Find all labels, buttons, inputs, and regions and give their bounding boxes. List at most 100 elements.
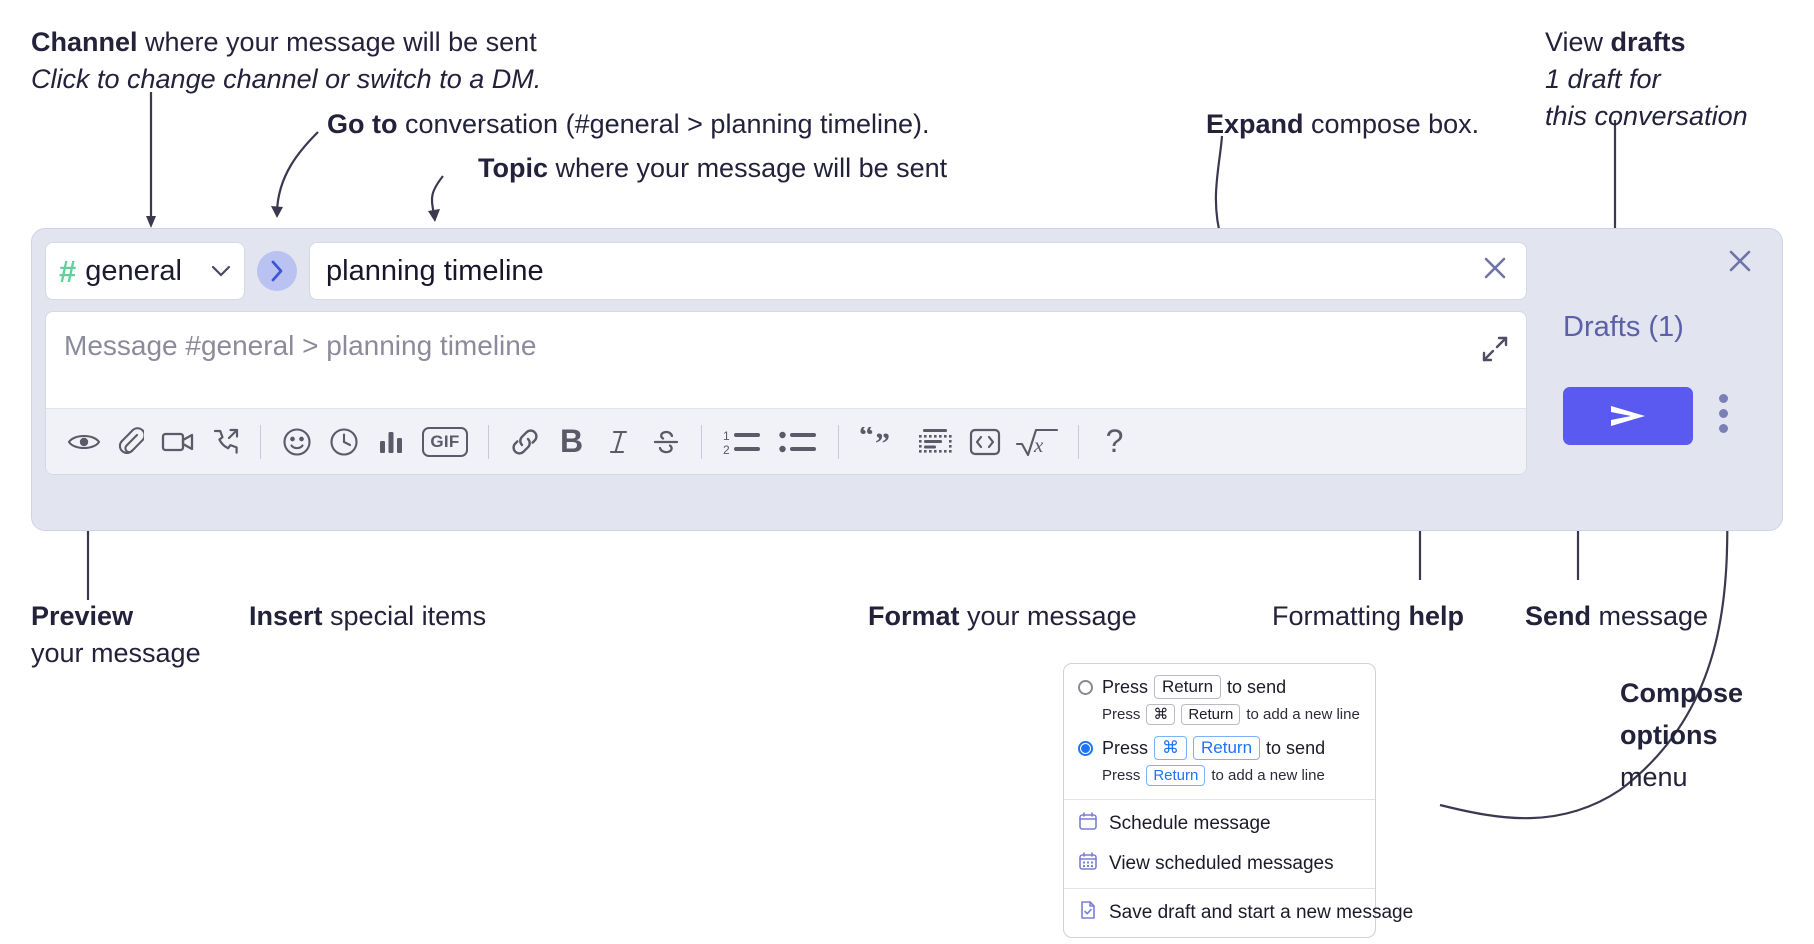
attachment-icon[interactable] bbox=[107, 418, 154, 465]
goto-conversation-button[interactable] bbox=[257, 251, 297, 291]
close-icon[interactable] bbox=[1480, 253, 1510, 289]
gif-icon[interactable]: GIF bbox=[414, 418, 476, 465]
toolbar-separator bbox=[1078, 424, 1079, 459]
emoji-icon[interactable] bbox=[273, 418, 320, 465]
svg-text:x: x bbox=[1033, 433, 1044, 457]
menu-item-save-draft[interactable]: Save draft and start a new message bbox=[1064, 893, 1413, 937]
inline-code-icon[interactable] bbox=[961, 418, 1008, 465]
svg-text:”: ” bbox=[875, 427, 890, 457]
calendar-grid-icon bbox=[1078, 851, 1098, 877]
menu-item-label: Schedule message bbox=[1109, 813, 1271, 834]
calendar-icon bbox=[1078, 811, 1098, 837]
annotation-channel-italic: Click to change channel or switch to a D… bbox=[31, 64, 542, 94]
ordered-list-icon[interactable]: 1 2 bbox=[714, 418, 770, 465]
menu-divider bbox=[1064, 799, 1375, 800]
link-icon[interactable] bbox=[501, 418, 548, 465]
annotation-compose-options-bold2: options bbox=[1620, 720, 1718, 750]
menu-item-schedule-message[interactable]: Schedule message bbox=[1064, 804, 1375, 844]
annotation-topic-rest: where your message will be sent bbox=[548, 153, 948, 183]
annotation-format: Format your message bbox=[868, 598, 1137, 635]
radio-return[interactable] bbox=[1078, 679, 1093, 695]
kebab-dot bbox=[1719, 409, 1728, 418]
message-input[interactable]: Message #general > planning timeline bbox=[46, 312, 1526, 408]
clock-icon[interactable] bbox=[320, 418, 367, 465]
annotation-expand-bold: Expand bbox=[1206, 109, 1304, 139]
code-block-icon[interactable] bbox=[909, 418, 961, 465]
radio-cmd-return[interactable] bbox=[1078, 740, 1093, 756]
annotation-compose-options-normal: menu bbox=[1620, 762, 1688, 792]
bold-label: B bbox=[559, 423, 584, 459]
kebab-dot bbox=[1719, 394, 1728, 403]
annotation-send-rest: message bbox=[1591, 601, 1709, 631]
annotation-topic-bold: Topic bbox=[478, 153, 548, 183]
compose-right-rail: Drafts (1) bbox=[1527, 229, 1782, 532]
gif-label: GIF bbox=[422, 426, 468, 457]
strikethrough-icon[interactable] bbox=[642, 418, 689, 465]
annotation-insert: Insert special items bbox=[249, 598, 486, 635]
latex-icon[interactable]: x bbox=[1008, 418, 1066, 465]
annotation-channel: Channel where your message will be sent … bbox=[31, 24, 541, 98]
annotation-expand: Expand compose box. bbox=[1206, 106, 1479, 143]
topic-value: planning timeline bbox=[326, 254, 544, 287]
italic-icon[interactable] bbox=[595, 418, 642, 465]
annotation-drafts-italic2: this conversation bbox=[1545, 101, 1748, 131]
bold-icon[interactable]: B bbox=[548, 418, 595, 465]
topic-input[interactable]: planning timeline bbox=[309, 242, 1527, 300]
annotation-send-bold: Send bbox=[1525, 601, 1592, 631]
annotation-format-rest: your message bbox=[959, 601, 1137, 631]
svg-text:“: “ bbox=[859, 427, 874, 452]
channel-selector[interactable]: # general bbox=[45, 242, 245, 300]
menu-divider bbox=[1064, 888, 1375, 889]
poll-icon[interactable] bbox=[367, 418, 414, 465]
annotation-insert-rest: special items bbox=[322, 601, 487, 631]
audio-call-icon[interactable] bbox=[201, 418, 248, 465]
formatting-toolbar: GIF B bbox=[46, 408, 1526, 474]
annotation-preview-bold: Preview bbox=[31, 601, 134, 631]
toolbar-separator bbox=[488, 424, 489, 459]
expand-icon[interactable] bbox=[1480, 334, 1510, 369]
annotation-drafts: View drafts 1 draft for this conversatio… bbox=[1545, 24, 1748, 135]
menu-item-label: View scheduled messages bbox=[1109, 853, 1334, 874]
annotation-goto-bold: Go to bbox=[327, 109, 398, 139]
annotation-drafts-italic1: 1 draft for bbox=[1545, 64, 1661, 94]
toolbar-separator bbox=[701, 424, 702, 459]
annotation-help: Formatting help bbox=[1272, 598, 1464, 635]
preview-icon[interactable] bbox=[60, 418, 107, 465]
bulleted-list-icon[interactable] bbox=[770, 418, 826, 465]
annotation-insert-bold: Insert bbox=[249, 601, 323, 631]
help-icon[interactable]: ? bbox=[1091, 418, 1138, 465]
close-compose-icon[interactable] bbox=[1724, 245, 1756, 283]
compose-panel: # general planning timeline Message #gen… bbox=[31, 228, 1783, 531]
annotation-help-bold: help bbox=[1408, 601, 1465, 631]
blockquote-icon[interactable]: “ ” bbox=[851, 418, 909, 465]
video-icon[interactable] bbox=[154, 418, 201, 465]
annotation-preview: Preview your message bbox=[31, 598, 201, 672]
annotation-goto-rest: conversation (#general > planning timeli… bbox=[397, 109, 930, 139]
svg-text:1: 1 bbox=[723, 429, 730, 443]
compose-options-button[interactable] bbox=[1719, 394, 1728, 433]
message-placeholder: Message #general > planning timeline bbox=[64, 330, 537, 361]
annotation-topic: Topic where your message will be sent bbox=[478, 150, 947, 187]
annotation-channel-bold: Channel bbox=[31, 27, 138, 57]
compose-header-row: # general planning timeline bbox=[45, 242, 1527, 300]
kebab-dot bbox=[1719, 424, 1728, 433]
annotation-expand-rest: compose box. bbox=[1303, 109, 1480, 139]
svg-text:2: 2 bbox=[723, 443, 730, 456]
toolbar-separator bbox=[260, 424, 261, 459]
annotation-preview-rest: your message bbox=[31, 638, 201, 668]
channel-name: general bbox=[85, 254, 182, 287]
send-button[interactable] bbox=[1563, 387, 1693, 445]
annotation-send: Send message bbox=[1525, 598, 1708, 635]
drafts-link[interactable]: Drafts (1) bbox=[1563, 311, 1684, 343]
annotation-goto: Go to conversation (#general > planning … bbox=[327, 106, 930, 143]
menu-item-view-scheduled-messages[interactable]: View scheduled messages bbox=[1064, 844, 1375, 884]
annotation-channel-rest: where your message will be sent bbox=[137, 27, 537, 57]
save-draft-icon bbox=[1078, 900, 1098, 926]
